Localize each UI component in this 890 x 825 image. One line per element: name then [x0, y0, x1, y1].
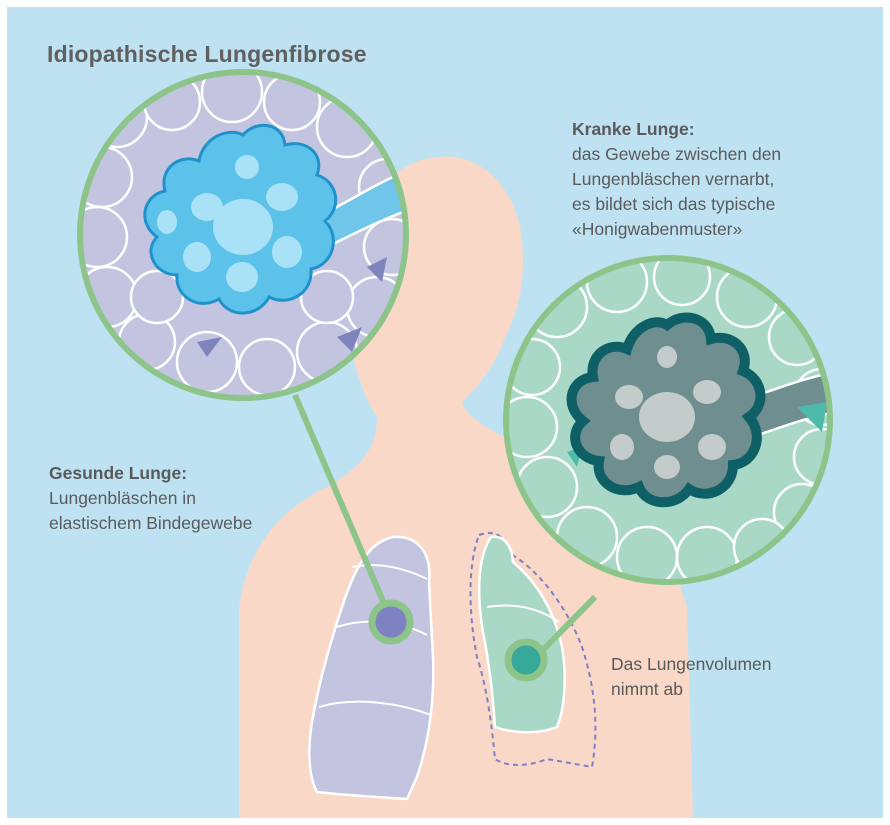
volume-note: Das Lungenvolumen nimmt ab — [611, 652, 772, 702]
healthy-lung-caption: Gesunde Lunge: Lungenbläschen in elastis… — [49, 461, 252, 536]
figure-title: Idiopathische Lungenfibrose — [47, 41, 367, 68]
healthy-lung-line: elastischem Bindegewebe — [49, 511, 252, 536]
diagram-panel: Idiopathische Lungenfibrose Kranke Lunge… — [7, 7, 883, 818]
healthy-marker — [372, 603, 410, 641]
diseased-marker — [508, 642, 544, 678]
healthy-lung-line: Lungenbläschen in — [49, 486, 252, 511]
diseased-lung-caption: Kranke Lunge: das Gewebe zwischen den Lu… — [572, 117, 781, 242]
diseased-lung-line: das Gewebe zwischen den — [572, 142, 781, 167]
diseased-lung-line: Lungenbläschen vernarbt, — [572, 167, 781, 192]
diseased-lung-line: «Honigwabenmuster» — [572, 217, 781, 242]
diseased-lung-heading: Kranke Lunge: — [572, 117, 781, 142]
diseased-lung-line: es bildet sich das typische — [572, 192, 781, 217]
volume-note-line: Das Lungenvolumen — [611, 652, 772, 677]
volume-note-line: nimmt ab — [611, 677, 772, 702]
healthy-lung-heading: Gesunde Lunge: — [49, 461, 252, 486]
